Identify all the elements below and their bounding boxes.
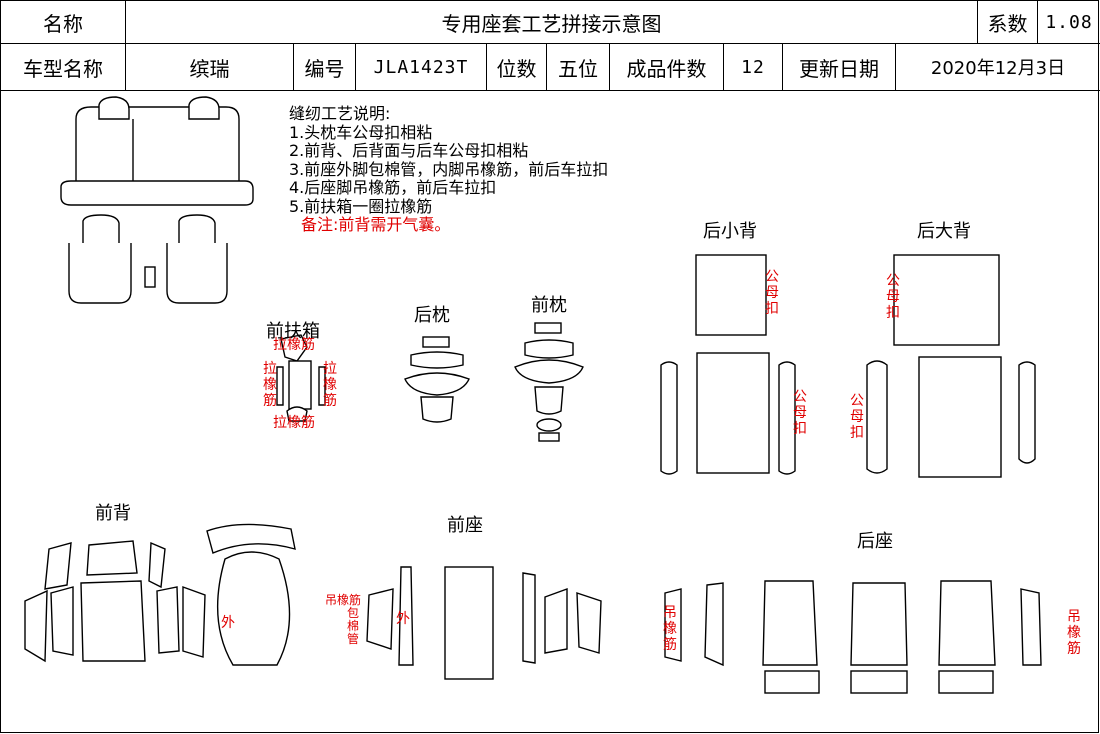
annot-outer: 外 [221, 615, 235, 631]
annot-pull-elastic: 拉橡筋 [273, 337, 315, 353]
pieces-label: 成品件数 [610, 44, 724, 91]
annot-pull-elastic: 拉 橡 筋 [323, 361, 337, 409]
rear-big-back-pieces [866, 254, 1036, 478]
annot-buckle: 公 母 扣 [765, 269, 779, 317]
note-item: 4.后座脚吊橡筋，前后车拉扣 [289, 178, 497, 197]
seats-label: 位数 [487, 44, 547, 91]
note-item: 5.前扶箱一圈拉橡筋 [289, 196, 433, 216]
label-front-headrest: 前枕 [531, 295, 567, 316]
note-item: 1.头枕车公母扣相粘 [289, 122, 433, 142]
notes-title: 缝纫工艺说明: [289, 104, 391, 123]
model-label: 车型名称 [1, 44, 126, 91]
note-item: 3.前座外脚包棉管，内脚吊橡筋，前后车拉扣 [289, 159, 609, 179]
coef-value: 1.08 [1038, 1, 1100, 44]
label-rear-big-back: 后大背 [917, 221, 971, 242]
model-value: 缤瑞 [126, 44, 294, 91]
date-label: 更新日期 [783, 44, 896, 91]
notes-remark: 备注:前背需开气囊。 [301, 215, 451, 234]
name-label: 名称 [1, 1, 126, 44]
rear-headrest-pieces [404, 336, 470, 423]
seat-overview-icon [60, 96, 254, 304]
label-front-armrest: 前扶箱 [266, 321, 320, 342]
annot-hang-elastic: 吊 橡 筋 [1067, 609, 1081, 657]
sewing-notes: 缝纫工艺说明: 1.头枕车公母扣相粘 2.前背、后背面与后车公母扣相粘 3.前座… [289, 104, 609, 235]
annot-hang-elastic: 吊 橡 筋 [663, 605, 677, 653]
rear-seat-pieces [664, 580, 1042, 694]
annot-hang-elastic: 吊橡筋 [325, 593, 362, 607]
front-seat-pieces [366, 566, 602, 680]
label-rear-headrest: 后枕 [414, 305, 450, 326]
front-armrest-pieces [276, 334, 326, 422]
annot-pull-elastic: 拉 橡 筋 [263, 361, 277, 409]
label-front-back: 前背 [95, 503, 131, 524]
rear-small-back-pieces [660, 254, 796, 475]
label-rear-small-back: 后小背 [703, 221, 757, 242]
annot-buckle: 公 母 扣 [850, 393, 864, 441]
front-headrest-pieces [514, 322, 584, 442]
label-rear-seat: 后座 [857, 531, 893, 552]
pieces-value: 12 [724, 44, 783, 91]
annot-cotton-tube: 包 棉 管 [347, 606, 360, 646]
code-label: 编号 [294, 44, 356, 91]
date-value: 2020年12月3日 [896, 44, 1100, 91]
sheet-title: 专用座套工艺拼接示意图 [126, 1, 978, 44]
seats-value: 五位 [547, 44, 610, 91]
coef-label: 系数 [978, 1, 1038, 44]
label-front-seat: 前座 [447, 515, 483, 536]
annot-outer: 外 [396, 611, 410, 627]
code-value: JLA1423T [356, 44, 487, 91]
annot-buckle: 公 母 扣 [886, 273, 900, 321]
annot-pull-elastic: 拉橡筋 [273, 415, 315, 431]
front-back-pieces [24, 523, 296, 666]
note-item: 2.前背、后背面与后车公母扣相粘 [289, 141, 529, 160]
annot-buckle: 公 母 扣 [793, 389, 807, 437]
